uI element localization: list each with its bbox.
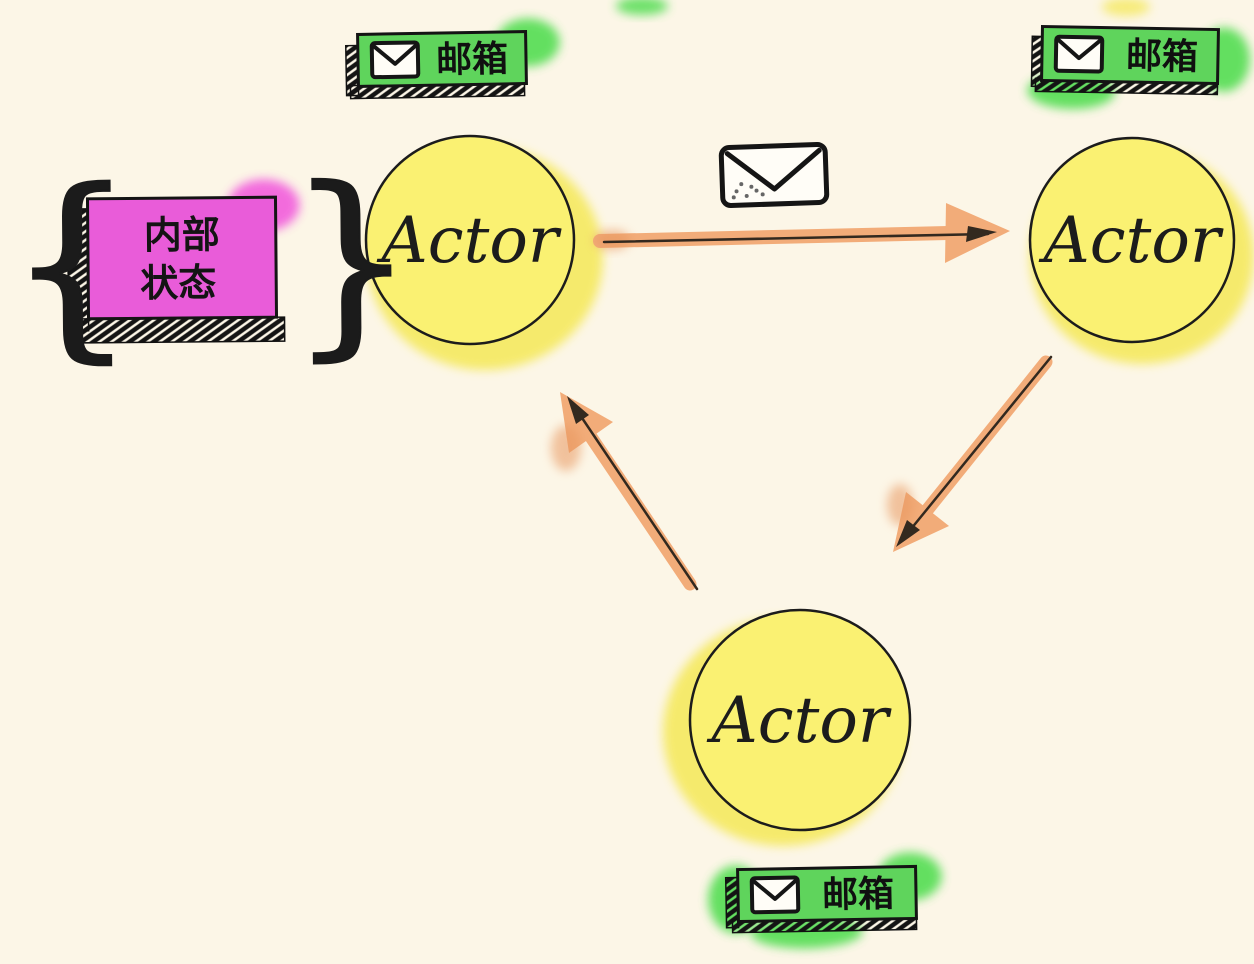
actor-label: Actor: [707, 684, 892, 758]
actor-top-left: Actor: [364, 134, 603, 370]
envelope-icon: [1053, 34, 1105, 74]
envelope-flap: [724, 147, 822, 192]
arrow-ink-head: [966, 226, 997, 242]
mailbox-top-left: 邮箱: [344, 18, 560, 100]
arrow-ink-line: [900, 355, 1053, 542]
mailbox-top-right: 邮箱: [1027, 24, 1250, 109]
internal-state-label-line1: 内部: [144, 213, 220, 258]
arrow-ink-line: [572, 404, 699, 591]
envelope-texture-dots: [731, 182, 765, 200]
internal-state-label-line2: 状态: [140, 261, 216, 306]
decorative-smudges: [616, 0, 1150, 16]
arrow-marker-dab: [887, 484, 913, 526]
mailbox-label: 邮箱: [1126, 36, 1199, 78]
brace-right: }: [287, 145, 416, 379]
arrow-topleft-to-topright: [593, 203, 1010, 263]
envelope-icon: [749, 875, 801, 915]
message-envelope-icon: [718, 141, 830, 209]
arrow-marker-dab: [594, 230, 630, 250]
envelope-body: [718, 141, 830, 209]
actor-circle: [1028, 136, 1236, 344]
mailbox-label: 邮箱: [822, 874, 895, 916]
arrow-ink-head: [567, 396, 589, 424]
mailbox-label: 邮箱: [436, 39, 509, 81]
green-smudge: [616, 0, 668, 15]
actor-label: Actor: [377, 204, 562, 278]
actor-circle: [364, 134, 576, 346]
arrow-topright-to-bottom: [887, 355, 1053, 552]
actor-circle: [688, 608, 912, 832]
actor-top-right: Actor: [1028, 136, 1254, 364]
internal-state-box: [85, 195, 279, 321]
envelope-icon: [369, 40, 421, 80]
actor-label: Actor: [1039, 204, 1224, 278]
arrow-ink-line: [602, 232, 990, 244]
internal-state: 内部 状态 { }: [6, 144, 417, 383]
arrow-marker-dab: [551, 425, 581, 471]
arrow-ink-head: [896, 520, 920, 547]
yellow-smudge: [1102, 0, 1150, 16]
actor-bottom: Actor: [663, 608, 912, 846]
arrow-shaft: [584, 430, 697, 591]
mailbox-bottom: 邮箱: [708, 852, 942, 949]
brace-left: {: [7, 147, 136, 381]
arrow-bottom-to-topleft: [551, 392, 699, 591]
